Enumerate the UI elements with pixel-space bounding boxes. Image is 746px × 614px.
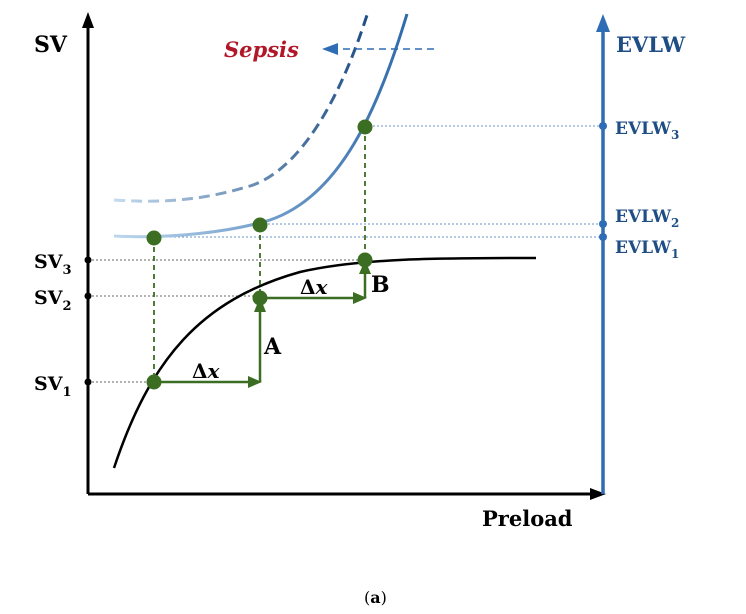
evlw-point-2 [252,217,268,233]
point-a-label: A [263,334,282,360]
evlw3-tick [599,122,607,130]
sv-axis-label: SV [34,32,68,58]
sv3-label: SV3 [34,251,72,278]
delta-x-label-2: Δx [300,275,329,299]
sv2-label: SV2 [34,287,72,314]
evlw-curve-sepsis [113,11,370,203]
sv-point-1 [146,374,162,390]
delta-x-label-1: Δx [192,359,221,383]
delta-x-arrow-1 [154,376,262,388]
point-b-label: B [371,272,390,298]
evlw-axis-label: EVLW [616,32,686,57]
delta-x-arrow-2 [260,292,367,304]
sepsis-shift-arrow [322,43,434,55]
preload-axis-label: Preload [482,506,573,531]
evlw2-label: EVLW2 [615,207,679,230]
evlw-axis [596,14,610,494]
sv1-tick [84,378,92,386]
evlw-point-3 [357,119,373,135]
evlw-point-1 [146,230,162,246]
sepsis-label: Sepsis [224,37,299,62]
evlw3-label: EVLW3 [615,119,679,142]
sv3-tick [84,256,92,264]
sv1-label: SV1 [34,373,72,400]
sv2-tick [84,292,92,300]
sv-point-3 [357,252,373,268]
sv-axis [82,12,94,494]
evlw2-tick [599,220,607,228]
evlw1-label: EVLW1 [615,238,679,261]
evlw1-tick [599,233,607,241]
evlw-curve [113,13,409,239]
preload-axis [88,488,606,500]
caption: (a) [364,588,387,607]
sv-point-2 [252,290,268,306]
